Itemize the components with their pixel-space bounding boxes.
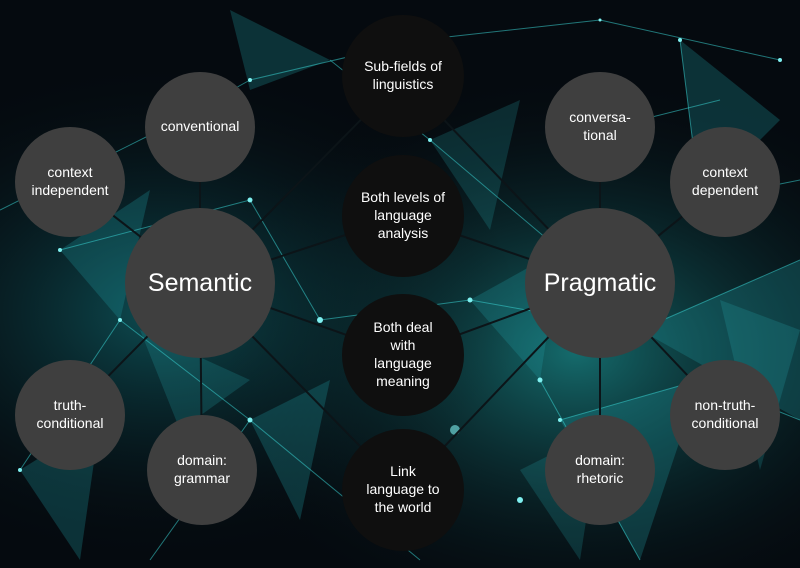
truth-conditional-node: truth- conditional xyxy=(15,360,125,470)
context-independent-node: context independent xyxy=(15,127,125,237)
subfields-label: Sub-fields of linguistics xyxy=(364,58,442,92)
conventional-node: conventional xyxy=(145,72,255,182)
both-levels-node: Both levels of language analysis xyxy=(342,155,464,277)
semantic-label: Semantic xyxy=(147,269,253,297)
link-world-label: Link language to the world xyxy=(366,463,440,515)
subfields-node: Sub-fields of linguistics xyxy=(342,15,464,137)
both-levels-label: Both levels of language analysis xyxy=(360,189,446,241)
pragmatic-node: Pragmatic xyxy=(525,208,675,358)
conventional-label: conventional xyxy=(160,118,240,135)
both-meaning-label: Both deal with language meaning xyxy=(373,319,433,389)
domain-rhetoric-node: domain: rhetoric xyxy=(545,415,655,525)
both-meaning-node: Both deal with language meaning xyxy=(342,294,464,416)
semantic-node: Semantic xyxy=(125,208,275,358)
link-world-node: Link language to the world xyxy=(342,429,464,551)
context-dependent-node: context dependent xyxy=(670,127,780,237)
context-dependent-label: context dependent xyxy=(691,164,759,198)
domain-rhetoric-label: domain: rhetoric xyxy=(575,452,625,486)
non-truth-conditional-label: non-truth- conditional xyxy=(691,397,759,431)
truth-conditional-label: truth- conditional xyxy=(36,397,104,431)
domain-grammar-node: domain: grammar xyxy=(147,415,257,525)
pragmatic-label: Pragmatic xyxy=(543,269,657,297)
domain-grammar-label: domain: grammar xyxy=(173,452,230,486)
conversational-label: conversa- tional xyxy=(569,109,631,143)
conversational-node: conversa- tional xyxy=(545,72,655,182)
context-independent-label: context independent xyxy=(31,164,109,198)
non-truth-conditional-node: non-truth- conditional xyxy=(670,360,780,470)
